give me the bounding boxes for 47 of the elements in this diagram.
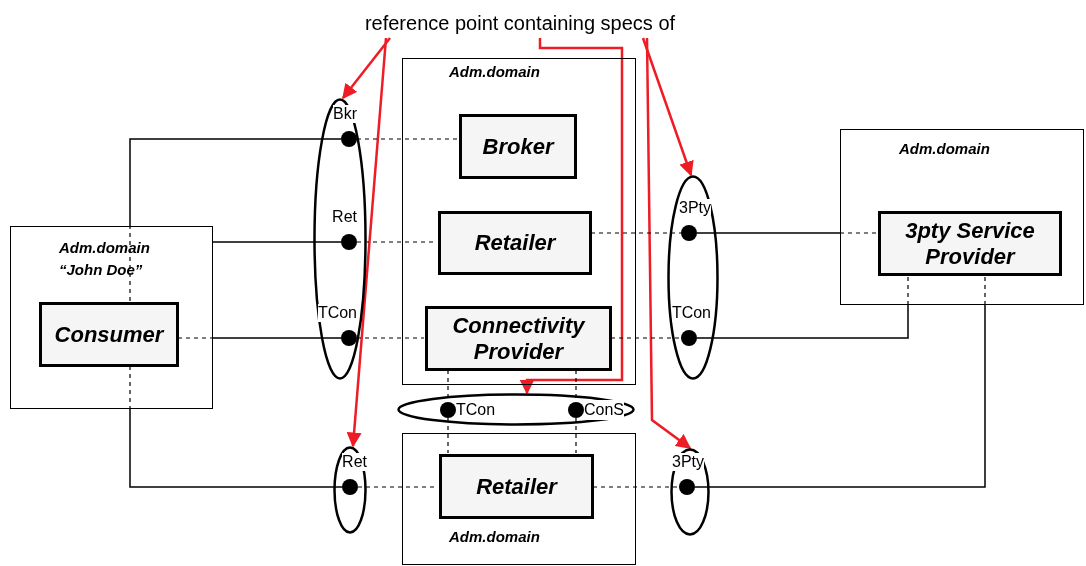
connector-line — [694, 304, 986, 488]
connector-line — [839, 232, 878, 234]
pointer-arrow — [346, 37, 388, 448]
connector-line — [610, 337, 682, 339]
domain-box — [10, 226, 213, 409]
connector-line — [212, 241, 342, 243]
domain-heading: Adm.domain — [899, 139, 991, 159]
connector-line — [907, 274, 909, 306]
reference-point-label: TCon — [671, 304, 711, 322]
domain-heading: Adm.domain — [449, 527, 541, 547]
reference-point-label: Ret — [342, 453, 367, 471]
reference-point-label: 3Pty — [672, 453, 704, 471]
connector-line — [129, 138, 342, 227]
connector-line — [696, 304, 909, 339]
connector-line — [356, 337, 425, 339]
role-box: 3pty Service Provider — [878, 211, 1062, 276]
role-box: Retailer — [438, 211, 592, 275]
connector-line — [129, 225, 131, 302]
connector-line — [592, 486, 680, 488]
connector-line — [575, 417, 577, 454]
reference-point-label: ConS — [584, 400, 625, 420]
role-box: Consumer — [39, 302, 179, 367]
role-box: Broker — [459, 114, 577, 179]
connector-line — [129, 365, 131, 410]
role-box: Retailer — [439, 454, 594, 519]
connector-line — [590, 232, 682, 234]
callout-text: reference point containing specs of — [364, 11, 676, 36]
connector-line — [212, 337, 342, 339]
reference-point-label: TCon — [317, 304, 357, 322]
pointer-arrow — [519, 38, 624, 395]
role-box: Connectivity Provider — [425, 306, 612, 371]
domain-box — [402, 433, 636, 565]
domain-box — [840, 129, 1084, 305]
connector-line — [129, 408, 343, 488]
reference-point-label: 3Pty — [679, 199, 711, 217]
connector-line — [447, 417, 449, 454]
domain-heading: Adm.domain — [449, 62, 541, 82]
connector-line — [696, 232, 841, 234]
domain-box — [402, 58, 636, 385]
pointer-arrow — [645, 38, 692, 449]
connector-line — [984, 274, 986, 306]
pointer-arrow — [641, 37, 694, 177]
domain-heading: Adm.domain “John Doe” — [59, 238, 151, 280]
connector-line — [356, 138, 459, 140]
pointer-arrow — [342, 37, 391, 100]
connector-line — [177, 337, 214, 339]
reference-point-label: Bkr — [333, 105, 357, 123]
